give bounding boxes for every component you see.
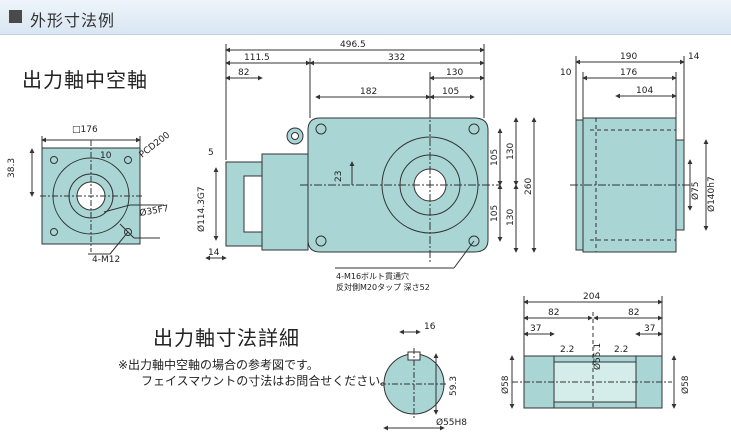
side-dim-105b: 105 xyxy=(490,205,500,222)
shaft-end-dim-59-3: 59.3 xyxy=(449,376,459,396)
section-title-shaft-detail: 出力軸寸法詳細 xyxy=(153,326,300,350)
side-dim-130b: 130 xyxy=(506,209,516,226)
front-dim-38-3: 38.3 xyxy=(7,158,17,178)
side-dim-111-5: 111.5 xyxy=(244,53,270,63)
side-dim-5: 5 xyxy=(208,148,214,158)
shaft-side-dim-2-2b: 2.2 xyxy=(614,345,628,355)
end-dim-14: 14 xyxy=(688,52,700,62)
front-dim-square: □176 xyxy=(72,125,98,135)
side-dim-overall: 496.5 xyxy=(340,40,366,50)
shaft-side-dim-55-1: Ø55.1 xyxy=(592,343,603,370)
section-title-hollow-shaft: 出力軸中空軸 xyxy=(22,68,148,92)
front-bolt-hole xyxy=(50,156,58,164)
end-view xyxy=(570,56,709,253)
front-pcd: PCD200 xyxy=(138,130,173,160)
header-title: 外形寸法例 xyxy=(30,11,116,30)
shaft-side-dim-204: 204 xyxy=(583,292,600,302)
header-square-icon xyxy=(9,10,22,23)
side-bolt-note-1: 4-M16ボルト貫通穴 xyxy=(336,271,409,281)
front-dim-10: 10 xyxy=(100,151,112,161)
side-dim-14: 14 xyxy=(208,248,220,258)
shaft-side-dim-37a: 37 xyxy=(530,324,541,334)
note-line-2: フェイスマウントの寸法はお問合せください。 xyxy=(141,374,393,388)
end-dim-104: 104 xyxy=(636,86,653,96)
shaft-side-dim-82b: 82 xyxy=(628,308,639,318)
side-dim-182: 182 xyxy=(360,87,377,97)
shaft-side-dim-58a: Ø58 xyxy=(500,375,511,394)
end-dim-140: Ø140h7 xyxy=(706,176,717,212)
side-dim-260: 260 xyxy=(524,178,534,195)
front-bolt-hole xyxy=(124,156,132,164)
shaft-side-dim-2-2a: 2.2 xyxy=(560,345,574,355)
end-dim-10: 10 xyxy=(560,68,572,78)
side-dim-114: Ø114.3G7 xyxy=(196,186,207,232)
end-dim-75: Ø75 xyxy=(690,181,701,200)
front-bore-dim: Ø35F7 xyxy=(139,203,170,219)
side-dim-130a: 130 xyxy=(506,143,516,160)
end-dim-190: 190 xyxy=(620,52,637,62)
shaft-end-view xyxy=(380,329,448,431)
side-view xyxy=(205,44,537,269)
side-dim-23: 23 xyxy=(334,171,344,182)
shaft-side-view xyxy=(509,296,677,410)
side-dim-105a: 105 xyxy=(490,149,500,166)
side-dim-130: 130 xyxy=(446,68,463,78)
shaft-side-dim-82a: 82 xyxy=(548,308,559,318)
side-dim-332: 332 xyxy=(388,53,405,63)
front-holes-note: 4-M12 xyxy=(92,255,120,265)
shaft-end-dim-16: 16 xyxy=(424,322,436,332)
shaft-end-dim-55h8: Ø55H8 xyxy=(436,417,467,428)
shaft-side-dim-58b: Ø58 xyxy=(680,375,691,394)
side-bolt-note-2: 反対側M20タップ 深さ52 xyxy=(336,282,430,292)
side-dim-82: 82 xyxy=(238,68,249,78)
shaft-side-dim-37b: 37 xyxy=(644,324,655,334)
front-view xyxy=(29,136,164,255)
side-dim-105: 105 xyxy=(442,87,459,97)
end-dim-176: 176 xyxy=(620,68,637,78)
front-bolt-hole xyxy=(50,228,58,236)
header-band: 外形寸法例 xyxy=(0,0,731,35)
front-bolt-hole xyxy=(124,228,132,236)
note-line-1: ※出力軸中空軸の場合の参考図です。 xyxy=(118,358,319,372)
